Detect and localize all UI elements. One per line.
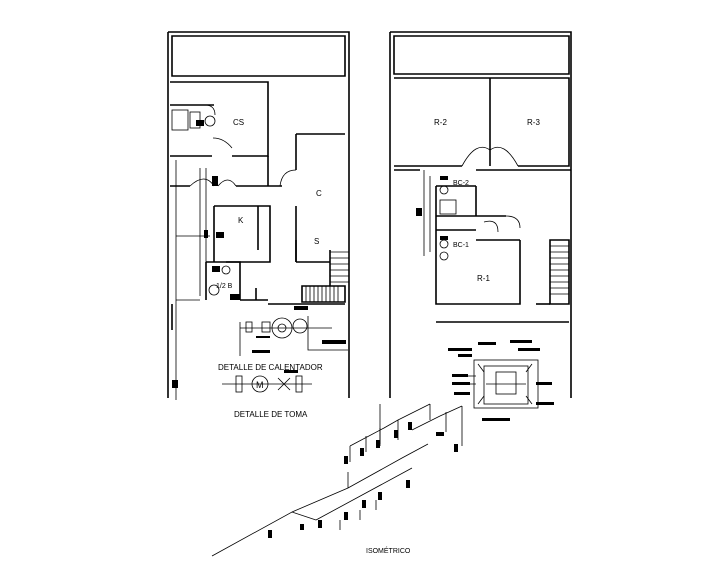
room-label-r2: R-2 [434,118,447,127]
room-label-cs: CS [233,118,244,127]
stairs-left [301,250,349,303]
meter-symbol: M [256,380,264,390]
upper-floor-plan: R-2 R-3 BC-2 BC-1 R-1 [389,31,572,398]
room-label-bc2: BC-2 [453,180,469,187]
room-label-r1: R-1 [477,274,490,283]
room-label-k: K [238,216,244,225]
room-label-c: C [316,189,322,198]
room-label-half-bath: 1/2 B [216,283,233,290]
heater-detail-title: DETALLE DE CALENTADOR [218,363,323,372]
tank-section-detail [448,340,554,421]
room-label-s: S [314,237,319,246]
plumbing-riser-left [172,120,240,400]
meter-detail-title: DETALLE DE TOMA [234,410,308,419]
isometric-piping: ISOMÉTRICO [211,403,463,557]
isometric-title: ISOMÉTRICO [366,546,411,555]
room-label-r3: R-3 [527,118,540,127]
room-label-bc1: BC-1 [453,242,469,249]
ground-floor-plan: CS K C S 1/2 B [167,31,350,400]
heater-detail: DETALLE DE CALENTADOR [218,306,348,372]
stairs-right [549,239,570,305]
meter-detail: M DETALLE DE TOMA [222,370,312,419]
